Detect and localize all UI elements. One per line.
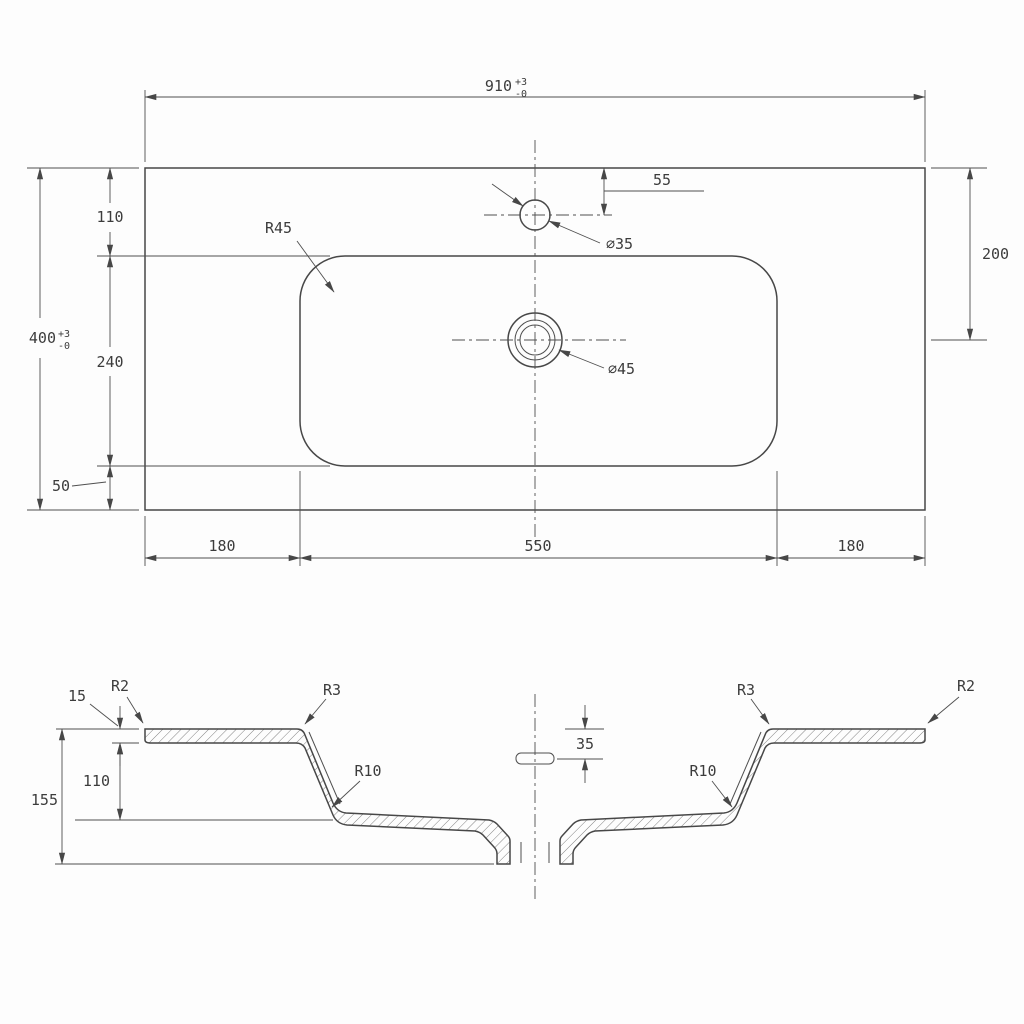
dim-depth-value: 400	[29, 329, 56, 347]
dim-width-value: 910	[485, 77, 512, 95]
dim-rim-radius-left: R2	[111, 677, 129, 695]
dim-width-tol-plus: +3	[515, 77, 527, 88]
extension-lines-top-view	[27, 90, 987, 566]
dim-overall-depth: 155	[31, 728, 66, 865]
dim-drain-offset: 200	[966, 167, 1009, 341]
dim-overflow-offset-value: 35	[576, 735, 594, 753]
dim-basin-corner-radius: R45	[265, 219, 292, 237]
dim-basin-to-bottom-edge: 50	[52, 477, 70, 495]
leader-basin-bottom-radius-right: R10	[689, 762, 733, 808]
leader-drain-hole: ⌀45	[558, 349, 635, 378]
top-view: 910 +3 -0 400 +3 -0 110 240 50	[27, 77, 1009, 566]
dim-left-stack: 110 240 50	[52, 167, 124, 511]
dim-width-tol-minus: -0	[515, 89, 527, 100]
dim-depth-tol-minus: -0	[58, 341, 70, 352]
leader-basin-top-radius-left: R3	[304, 681, 341, 725]
dim-rim-radius-right: R2	[957, 677, 975, 695]
basin-outline	[299, 255, 778, 467]
dim-rim-thickness-value: 15	[68, 687, 86, 705]
dim-drain-offset-value: 200	[982, 245, 1009, 263]
dim-basin-bottom-radius-left: R10	[354, 762, 381, 780]
dim-drain-hole-dia: ⌀45	[608, 360, 635, 378]
dim-width: 910 +3 -0	[144, 77, 926, 101]
dim-margin-right: 180	[837, 537, 864, 555]
leader-basin-bottom-radius-left: R10	[331, 762, 382, 808]
dim-depth: 400 +3 -0	[29, 167, 70, 511]
dim-bottom-stack: 180 550 180	[144, 537, 926, 562]
section-view: 15 110 155 35 R2 R3 R3	[31, 677, 975, 900]
dim-faucet-offset: 55	[600, 167, 704, 216]
dim-basin-depth-value: 110	[83, 772, 110, 790]
dim-faucet-hole-dia: ⌀35	[606, 235, 633, 253]
dim-basin-depth: 110	[83, 742, 124, 821]
section-wall-left	[144, 728, 511, 865]
dim-basin-bottom-radius-right: R10	[689, 762, 716, 780]
dim-basin-length-side: 240	[96, 353, 123, 371]
dim-basin-width: 550	[524, 537, 551, 555]
dim-margin-left: 180	[208, 537, 235, 555]
dim-depth-tol-plus: +3	[58, 329, 70, 340]
section-wall-right	[559, 728, 926, 865]
dim-basin-top-radius-right: R3	[737, 681, 755, 699]
dim-overflow-offset: 35	[576, 705, 594, 783]
leader-basin-corner-radius: R45	[265, 219, 335, 293]
dim-overall-depth-value: 155	[31, 791, 58, 809]
dim-rim-thickness: 15	[68, 687, 124, 766]
leader-rim-radius-right: R2	[927, 677, 975, 724]
dim-basin-top-radius-left: R3	[323, 681, 341, 699]
dim-faucet-offset-value: 55	[653, 171, 671, 189]
dim-edge-to-basin-top: 110	[96, 208, 123, 226]
leader-rim-radius-left: R2	[111, 677, 144, 724]
leader-faucet-hole: ⌀35	[491, 183, 633, 253]
leader-basin-top-radius-right: R3	[737, 681, 770, 725]
